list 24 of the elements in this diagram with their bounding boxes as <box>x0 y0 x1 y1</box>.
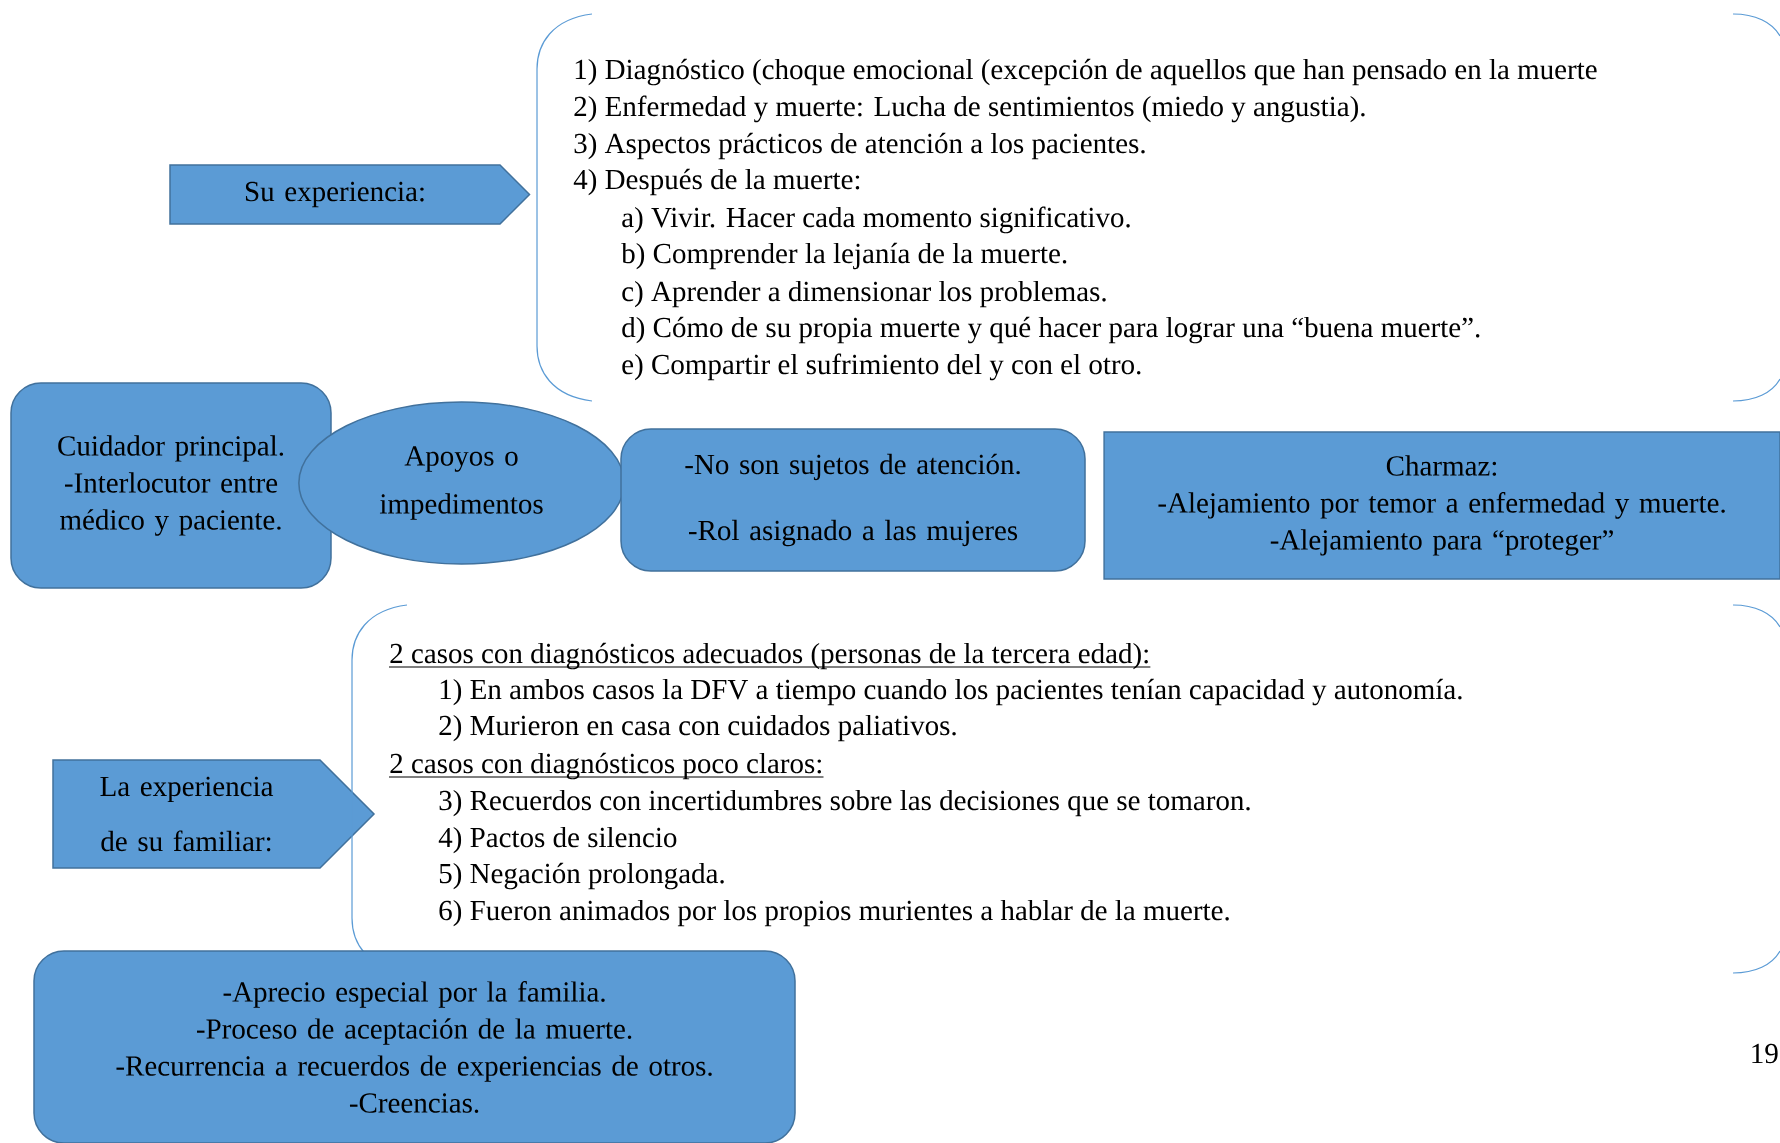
list-item: 3) Aspectos prácticos de atención a los pacientes. <box>574 132 1145 160</box>
underlined-heading: 2 casos con diagnósticos poco claros: <box>388 752 824 780</box>
list-item: 4) Después de la muerte: <box>573 168 860 196</box>
list-item: c) Aprender a dimensionar los problemas. <box>622 280 1106 308</box>
list-item: 5) Negación prolongada. <box>439 862 724 890</box>
text-box: Charmaz: -Alejamiento por temor a enfermedad y muerte. -Alejamiento para “proteger” <box>1103 431 1780 580</box>
page-number: 19 <box>1752 1043 1778 1064</box>
list-item: e) Compartir el sufrimiento del y con el otro. <box>622 353 1141 381</box>
list-item: 2) Murieron en casa con cuidados paliativos. <box>439 714 956 742</box>
bracket-text-block <box>351 604 1780 974</box>
rounded-box: -No son sujetos de atención. -Rol asignado a las mujeres <box>620 428 1086 572</box>
list-item: 3) Recuerdos con incertidumbres sobre las decisiones que se tomaron. <box>439 789 1250 817</box>
rounded-box: -Aprecio especial por la familia. -Proceso de aceptación de la muerte. -Recurrencia a recuerdos de experiencias de otros. -Creencias. <box>33 950 796 1143</box>
rounded-box: Cuidador principal. -Interlocutor entre médico y paciente. <box>10 382 332 589</box>
list-item: 1) Diagnóstico (choque emocional (excepción de aquellos que han pensado en la muerte <box>575 58 1597 86</box>
list-item: d) Cómo de su propia muerte y qué hacer para lograr una “buena muerte”. <box>622 316 1480 344</box>
bracket-text-block <box>536 13 1780 402</box>
list-item: 2) Enfermedad y muerte: Lucha de sentimientos (miedo y angustia). <box>574 95 1365 123</box>
list-item: a) Vivir. Hacer cada momento significativo. <box>622 206 1130 234</box>
list-item: b) Comprender la lejanía de la muerte. <box>621 242 1067 270</box>
list-item: 1) En ambos casos la DFV a tiempo cuando los pacientes tenían capacidad y autonomía. <box>440 678 1462 706</box>
list-item: 6) Fueron animados por los propios murientes a hablar de la muerte. <box>439 899 1229 927</box>
underlined-heading: 2 casos con diagnósticos adecuados (personas de la tercera edad): <box>388 642 1151 670</box>
list-item: 4) Pactos de silencio <box>438 826 677 854</box>
